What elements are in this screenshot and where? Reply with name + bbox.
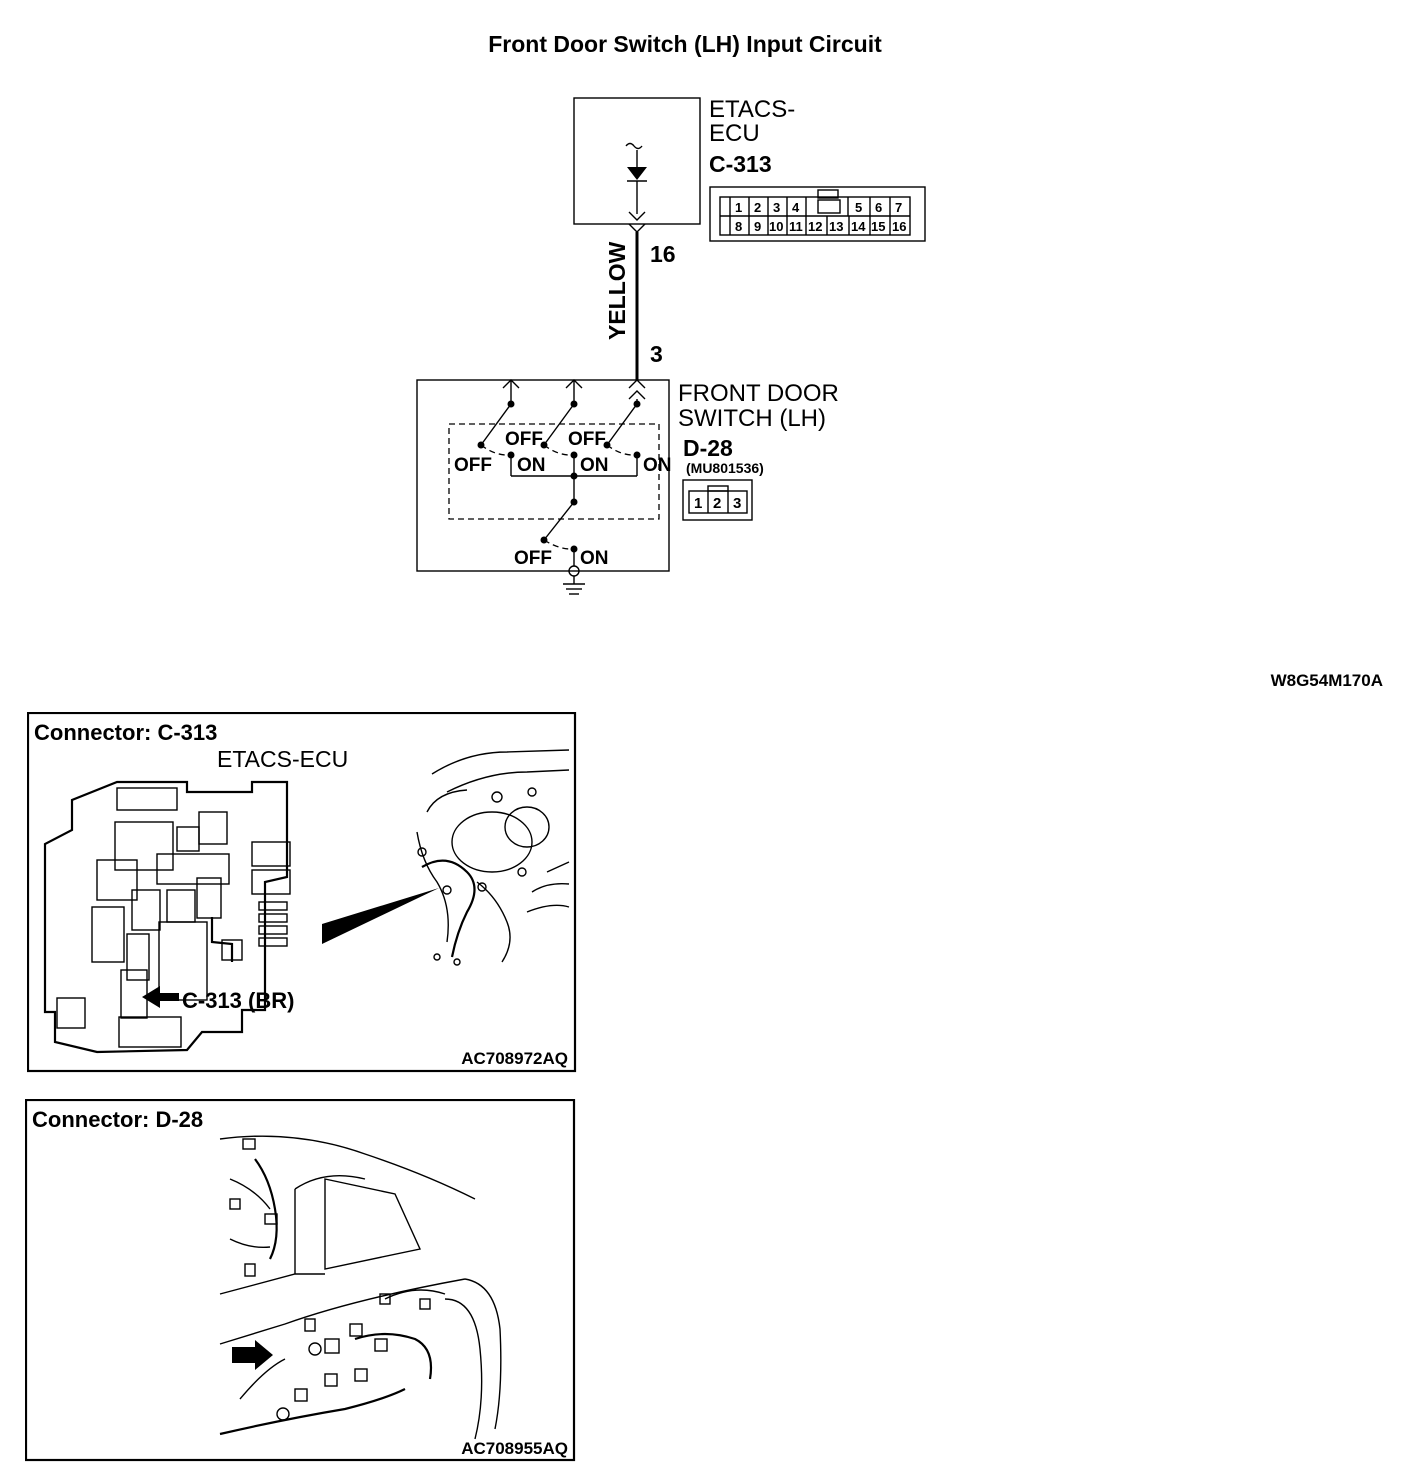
c313-pin-5: 5 — [855, 200, 862, 215]
switch-connector-code: D-28 — [683, 435, 733, 461]
switch3-off-label: OFF — [568, 429, 606, 450]
switch1-off-label: OFF — [454, 455, 492, 476]
c313-panel-label: ETACS-ECU — [217, 746, 348, 772]
ecu-connector-code: C-313 — [709, 151, 772, 177]
c313-pin-14: 14 — [851, 219, 866, 234]
c313-panel-title: Connector: C-313 — [34, 720, 217, 745]
ecu-name-line1: ETACS- — [709, 96, 795, 123]
c313-panel-code: AC708972AQ — [461, 1049, 568, 1068]
d28-pin-3: 3 — [733, 495, 741, 512]
d28-pin-2: 2 — [713, 495, 721, 512]
c313-connector-face — [709, 186, 926, 242]
c313-callout-label: C-313 (BR) — [182, 988, 294, 1013]
c313-location-panel: Connector: C-313 ETACS-ECU C-313 (BR) — [27, 712, 577, 1073]
c313-pin-13: 13 — [829, 219, 843, 234]
switch-name-line2: SWITCH (LH) — [678, 405, 826, 432]
ecu-box — [573, 97, 701, 225]
c313-pin-1: 1 — [735, 200, 742, 215]
c313-pin-9: 9 — [754, 219, 761, 234]
switch2-on-label: ON — [580, 455, 609, 476]
c313-pin-2: 2 — [754, 200, 761, 215]
c313-pin-3: 3 — [773, 200, 780, 215]
switch3-on-label: ON — [643, 455, 672, 476]
switch-box — [416, 379, 670, 572]
c313-pin-12: 12 — [808, 219, 822, 234]
d28-location-panel: Connector: D-28 AC708955AQ — [25, 1099, 576, 1462]
switch4-on-label: ON — [580, 548, 609, 569]
switch4-off-label: OFF — [514, 548, 552, 569]
d28-connector-face — [682, 479, 753, 521]
switch-name-line1: FRONT DOOR — [678, 380, 839, 407]
diode-icon — [627, 167, 647, 180]
ecu-pin-number: 16 — [650, 241, 676, 267]
c313-pin-7: 7 — [895, 200, 902, 215]
c313-pin-15: 15 — [871, 219, 885, 234]
c313-pin-16: 16 — [892, 219, 906, 234]
diagram-title: Front Door Switch (LH) Input Circuit — [488, 31, 882, 57]
etacs-ecu-illustration — [43, 780, 291, 1054]
c313-pin-8: 8 — [735, 219, 742, 234]
c313-arrow-icon — [142, 986, 179, 1008]
switch1-on-label: ON — [517, 455, 546, 476]
d28-pin-1: 1 — [694, 495, 702, 512]
figure-code: W8G54M170A — [1271, 671, 1383, 690]
dashboard-harness-illustration — [416, 749, 570, 966]
c313-pin-11: 11 — [789, 219, 803, 234]
c313-pin-6: 6 — [875, 200, 882, 215]
switch2-off-label: OFF — [505, 429, 543, 450]
vehicle-door-illustration — [219, 1135, 502, 1440]
switch-pin-number: 3 — [650, 341, 663, 367]
ecu-name-line2: ECU — [709, 120, 760, 147]
switch-part-number: (MU801536) — [686, 460, 764, 476]
c313-pin-10: 10 — [769, 219, 783, 234]
d28-arrow-icon — [232, 1340, 273, 1370]
c313-pin-4: 4 — [792, 200, 800, 215]
d28-panel-code: AC708955AQ — [461, 1439, 568, 1458]
circuit-diagram: Front Door Switch (LH) Input Circuit ETA… — [416, 31, 1383, 690]
wire-color-label: YELLOW — [604, 241, 630, 340]
d28-panel-title: Connector: D-28 — [32, 1107, 203, 1132]
